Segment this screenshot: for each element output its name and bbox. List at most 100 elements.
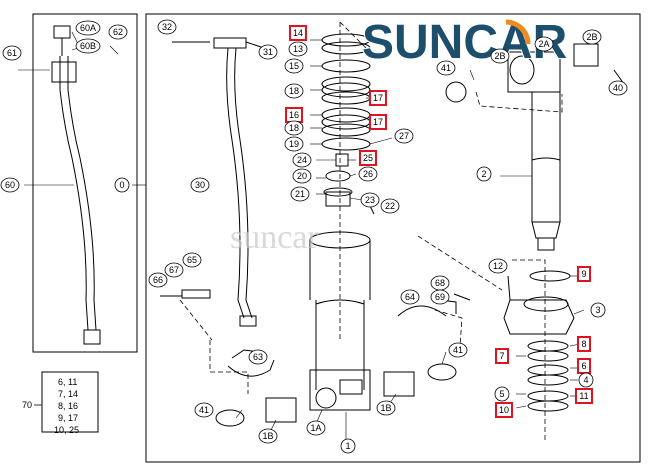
callout-label: 41: [441, 63, 451, 73]
callout-circle: [284, 83, 304, 99]
callout-label: 41: [199, 405, 209, 415]
callout-label: 19: [289, 139, 299, 149]
callout-label: 24: [297, 155, 307, 165]
callout-c2a: 2A: [534, 36, 554, 52]
callout-circle: [534, 36, 554, 52]
callout-highlight-box: [369, 114, 387, 130]
legend: 70 6, 11 7, 14 8, 16 9, 17 10, 25: [22, 377, 79, 435]
callout-circle: [340, 438, 356, 454]
callout-c16: 16: [285, 107, 303, 123]
callout-circle: [290, 186, 310, 202]
watermark-text: suncar: [230, 219, 319, 256]
callout-circle: [292, 168, 312, 184]
callout-circle: [190, 177, 210, 193]
callout-circle: [400, 289, 420, 305]
callout-label: 61: [7, 48, 17, 58]
pipe-60: [51, 25, 101, 345]
callout-label: 25: [363, 153, 373, 163]
callout-label: 40: [613, 83, 623, 93]
callout-label: 2: [481, 169, 486, 179]
callout-label: 41: [453, 345, 463, 355]
callout-circle: [248, 349, 268, 365]
callout-c66: 66: [148, 272, 168, 288]
callout-label: 18: [289, 123, 299, 133]
callout-c6: 6: [577, 358, 591, 374]
callout-c41a: 41: [436, 60, 456, 76]
callout-label: 7: [499, 351, 504, 361]
callout-label: 1A: [310, 423, 321, 433]
callout-circle: [284, 136, 304, 152]
callout-c64: 64: [400, 289, 420, 305]
callout-highlight-box: [575, 388, 593, 404]
callout-label: 1B: [262, 431, 273, 441]
callout-highlight-box: [495, 402, 513, 418]
legend-row: 10, 25: [54, 425, 79, 435]
callout-label: 32: [162, 22, 172, 32]
callout-c61: 61: [2, 45, 22, 61]
dashed-guides: [179, 21, 563, 440]
callout-c62: 62: [108, 24, 128, 40]
callout-label: 4: [583, 375, 588, 385]
callout-label: 69: [435, 292, 445, 302]
callout-c24: 24: [292, 152, 312, 168]
callout-label: 6: [581, 361, 586, 371]
callout-label: 8: [581, 339, 586, 349]
callout-circle: [358, 166, 378, 182]
callout-circle: [430, 289, 450, 305]
brand-swoosh-icon: [505, 19, 531, 45]
callout-label: 2A: [538, 39, 549, 49]
callout-circle: [490, 48, 510, 64]
callout-c10: 10: [495, 402, 513, 418]
callout-c18a: 18: [284, 83, 304, 99]
callout-label: 10: [499, 405, 509, 415]
callout-circle: [258, 428, 278, 444]
callout-c41c: 41: [194, 402, 214, 418]
callout-c18b: 18: [284, 120, 304, 136]
callout-c11: 11: [575, 388, 593, 404]
callout-label: 2B: [494, 51, 505, 61]
callout-c13: 13: [288, 41, 308, 57]
callout-c60b: 60B: [75, 38, 101, 54]
callout-circle: [436, 60, 456, 76]
legend-row: 7, 14: [58, 389, 78, 399]
callout-label: 62: [113, 27, 123, 37]
frames: [32, 13, 641, 463]
leaders-center: [235, 39, 585, 444]
callout-circle: [394, 128, 414, 144]
callout-label: 3: [595, 305, 600, 315]
callout-circle: [75, 38, 101, 54]
callout-label: 60A: [80, 23, 96, 33]
legend-row: 9, 17: [58, 413, 78, 423]
callout-c3: 3: [590, 302, 606, 318]
callout-circle: [380, 198, 400, 214]
callout-label: 60B: [80, 41, 96, 51]
callout-highlight-box: [369, 90, 387, 106]
callout-label: 2B: [586, 32, 597, 42]
callout-c21: 21: [290, 186, 310, 202]
callout-circle: [288, 41, 308, 57]
pipe-30: [172, 37, 265, 327]
callout-label: 26: [363, 169, 373, 179]
callout-c1b1: 1B: [258, 428, 278, 444]
callout-highlight-box: [359, 150, 377, 166]
callout-c40: 40: [608, 80, 628, 96]
callout-circle: [284, 58, 304, 74]
callout-circle: [114, 177, 130, 193]
callout-c9: 9: [577, 266, 591, 282]
callout-circle: [448, 342, 468, 358]
callout-circle: [75, 20, 101, 36]
callout-c30: 30: [190, 177, 210, 193]
callout-circle: [376, 400, 396, 416]
callout-c20: 20: [292, 168, 312, 184]
callout-c1b2: 1B: [376, 400, 396, 416]
callout-label: 14: [293, 28, 303, 38]
callout-circle: [608, 80, 628, 96]
callout-c12: 12: [488, 258, 508, 274]
callout-c4: 4: [578, 372, 594, 388]
callout-circle: [108, 24, 128, 40]
callout-circle: [488, 258, 508, 274]
callout-circle: [578, 372, 594, 388]
callout-c19: 19: [284, 136, 304, 152]
callout-c60: 60: [0, 177, 20, 193]
